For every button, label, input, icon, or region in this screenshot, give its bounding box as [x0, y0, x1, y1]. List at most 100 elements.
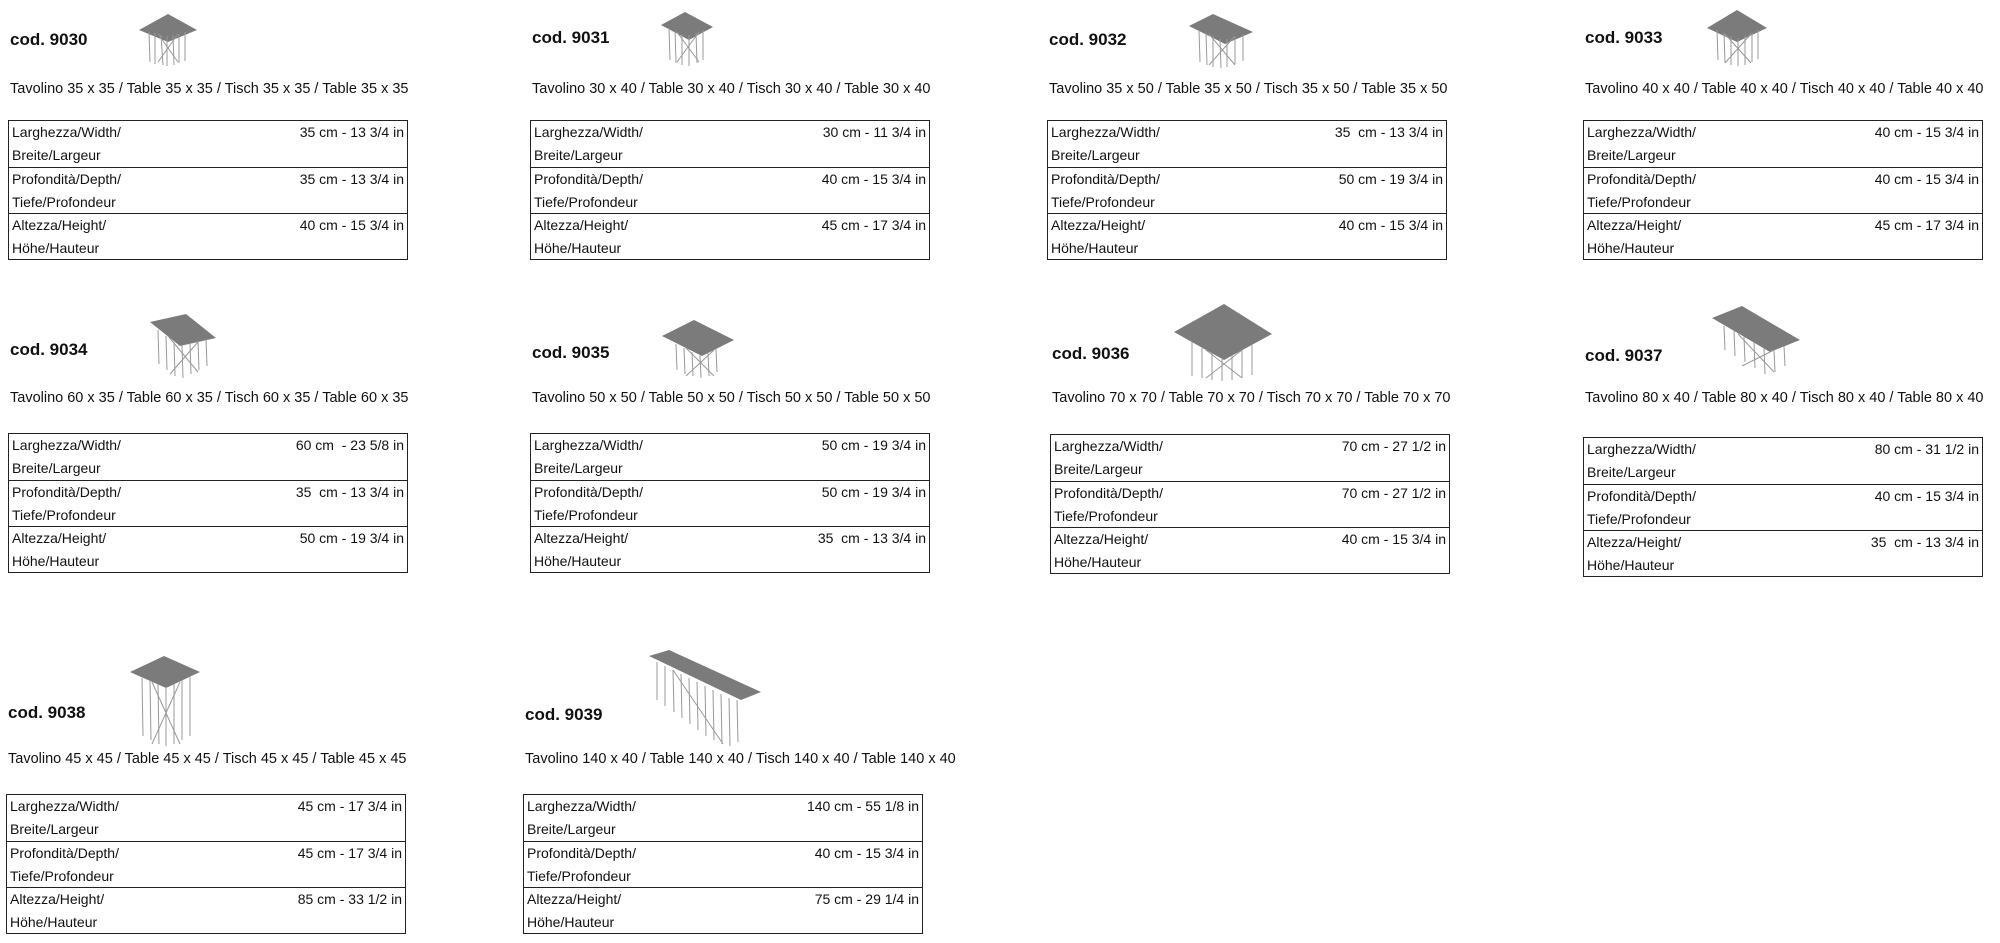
width-value: 35 cm - 13 3/4 in [1334, 124, 1443, 140]
depth-label: Profondità/Depth/Tiefe/Profondeur [12, 484, 121, 523]
width-value: 140 cm - 55 1/8 in [806, 798, 919, 814]
depth-row: Profondità/Depth/Tiefe/Profondeur 40 cm … [1584, 167, 1982, 213]
product-code: cod. 9037 [1585, 346, 1663, 365]
depth-value: 35 cm - 13 3/4 in [299, 171, 404, 187]
depth-row: Profondità/Depth/Tiefe/Profondeur 50 cm … [1048, 167, 1446, 213]
product-code: cod. 9035 [532, 343, 610, 362]
width-row: Larghezza/Width/Breite/Largeur 60 cm - 2… [9, 434, 407, 480]
depth-label: Profondità/Depth/Tiefe/Profondeur [1587, 488, 1696, 527]
width-label: Larghezza/Width/Breite/Largeur [534, 124, 643, 163]
width-value: 80 cm - 31 1/2 in [1874, 441, 1979, 457]
height-row: Altezza/Height/Höhe/Hauteur 40 cm - 15 3… [1051, 527, 1449, 573]
width-row: Larghezza/Width/Breite/Largeur 35 cm - 1… [9, 121, 407, 167]
height-label: Altezza/Height/Höhe/Hauteur [1587, 217, 1682, 256]
dimensions-table: Larghezza/Width/Breite/Largeur 50 cm - 1… [530, 433, 930, 573]
depth-row: Profondità/Depth/Tiefe/Profondeur 50 cm … [531, 480, 929, 526]
product-description: Tavolino 80 x 40 / Table 80 x 40 / Tisch… [1585, 390, 1984, 406]
depth-row: Profondità/Depth/Tiefe/Profondeur 35 cm … [9, 480, 407, 526]
product-description: Tavolino 140 x 40 / Table 140 x 40 / Tis… [525, 751, 956, 767]
height-label: Altezza/Height/Höhe/Hauteur [1051, 217, 1146, 256]
height-value: 45 cm - 17 3/4 in [1874, 217, 1979, 233]
product-code: cod. 9036 [1052, 344, 1130, 363]
height-value: 85 cm - 33 1/2 in [297, 891, 402, 907]
height-value: 40 cm - 15 3/4 in [1338, 217, 1443, 233]
product-description: Tavolino 50 x 50 / Table 50 x 50 / Tisch… [532, 390, 931, 406]
product-code: cod. 9033 [1585, 28, 1663, 47]
width-value: 70 cm - 27 1/2 in [1341, 438, 1446, 454]
height-label: Altezza/Height/Höhe/Hauteur [12, 530, 107, 569]
depth-label: Profondità/Depth/Tiefe/Profondeur [1587, 171, 1696, 210]
height-row: Altezza/Height/Höhe/Hauteur 45 cm - 17 3… [1584, 213, 1982, 259]
product-description: Tavolino 60 x 35 / Table 60 x 35 / Tisch… [10, 390, 409, 406]
dimensions-table: Larghezza/Width/Breite/Largeur 70 cm - 2… [1050, 434, 1450, 574]
depth-value: 50 cm - 19 3/4 in [821, 484, 926, 500]
depth-row: Profondità/Depth/Tiefe/Profondeur 45 cm … [7, 841, 405, 887]
product-code: cod. 9038 [8, 703, 86, 722]
height-row: Altezza/Height/Höhe/Hauteur 85 cm - 33 1… [7, 887, 405, 933]
depth-value: 45 cm - 17 3/4 in [297, 845, 402, 861]
width-label: Larghezza/Width/Breite/Largeur [10, 798, 119, 837]
height-label: Altezza/Height/Höhe/Hauteur [12, 217, 107, 256]
depth-value: 50 cm - 19 3/4 in [1338, 171, 1443, 187]
width-row: Larghezza/Width/Breite/Largeur 40 cm - 1… [1584, 121, 1982, 167]
width-row: Larghezza/Width/Breite/Largeur 50 cm - 1… [531, 434, 929, 480]
depth-value: 40 cm - 15 3/4 in [1874, 171, 1979, 187]
depth-row: Profondità/Depth/Tiefe/Profondeur 40 cm … [524, 841, 922, 887]
height-row: Altezza/Height/Höhe/Hauteur 50 cm - 19 3… [9, 526, 407, 572]
width-row: Larghezza/Width/Breite/Largeur 35 cm - 1… [1048, 121, 1446, 167]
height-row: Altezza/Height/Höhe/Hauteur 40 cm - 15 3… [1048, 213, 1446, 259]
square-table-icon [1707, 10, 1767, 66]
width-label: Larghezza/Width/Breite/Largeur [527, 798, 636, 837]
depth-label: Profondità/Depth/Tiefe/Profondeur [1054, 485, 1163, 524]
height-row: Altezza/Height/Höhe/Hauteur 35 cm - 13 3… [1584, 530, 1982, 576]
depth-label: Profondità/Depth/Tiefe/Profondeur [534, 484, 643, 523]
width-value: 40 cm - 15 3/4 in [1874, 124, 1979, 140]
square-table-icon [661, 12, 713, 66]
product-description: Tavolino 45 x 45 / Table 45 x 45 / Tisch… [8, 751, 407, 767]
height-label: Altezza/Height/Höhe/Hauteur [1054, 531, 1149, 570]
height-value: 35 cm - 13 3/4 in [817, 530, 926, 546]
height-label: Altezza/Height/Höhe/Hauteur [534, 530, 629, 569]
square-table-icon [1189, 14, 1253, 69]
product-code: cod. 9030 [10, 30, 88, 49]
depth-label: Profondità/Depth/Tiefe/Profondeur [10, 845, 119, 884]
dimensions-table: Larghezza/Width/Breite/Largeur 45 cm - 1… [6, 794, 406, 934]
dimensions-table: Larghezza/Width/Breite/Largeur 80 cm - 3… [1583, 437, 1983, 577]
width-value: 45 cm - 17 3/4 in [297, 798, 402, 814]
depth-row: Profondità/Depth/Tiefe/Profondeur 40 cm … [1584, 484, 1982, 530]
height-value: 45 cm - 17 3/4 in [821, 217, 926, 233]
width-label: Larghezza/Width/Breite/Largeur [1054, 438, 1163, 477]
depth-value: 40 cm - 15 3/4 in [814, 845, 919, 861]
height-value: 40 cm - 15 3/4 in [1341, 531, 1446, 547]
square-table-icon [1174, 304, 1272, 381]
product-code: cod. 9034 [10, 340, 88, 359]
tall-table-icon [130, 656, 200, 746]
height-label: Altezza/Height/Höhe/Hauteur [1587, 534, 1682, 573]
rectangular-table-icon [1712, 306, 1800, 375]
height-value: 40 cm - 15 3/4 in [299, 217, 404, 233]
height-row: Altezza/Height/Höhe/Hauteur 35 cm - 13 3… [531, 526, 929, 572]
height-row: Altezza/Height/Höhe/Hauteur 45 cm - 17 3… [531, 213, 929, 259]
height-value: 35 cm - 13 3/4 in [1870, 534, 1979, 550]
product-description: Tavolino 35 x 35 / Table 35 x 35 / Tisch… [10, 81, 409, 97]
height-label: Altezza/Height/Höhe/Hauteur [534, 217, 629, 256]
product-description: Tavolino 35 x 50 / Table 35 x 50 / Tisch… [1049, 81, 1448, 97]
width-label: Larghezza/Width/Breite/Largeur [1051, 124, 1160, 163]
depth-row: Profondità/Depth/Tiefe/Profondeur 40 cm … [531, 167, 929, 213]
width-value: 35 cm - 13 3/4 in [299, 124, 404, 140]
product-code: cod. 9031 [532, 28, 610, 47]
height-label: Altezza/Height/Höhe/Hauteur [527, 891, 622, 930]
dimensions-table: Larghezza/Width/Breite/Largeur 140 cm - … [523, 794, 923, 934]
width-value: 30 cm - 11 3/4 in [822, 124, 926, 140]
depth-value: 70 cm - 27 1/2 in [1341, 485, 1446, 501]
height-value: 50 cm - 19 3/4 in [299, 530, 404, 546]
width-row: Larghezza/Width/Breite/Largeur 30 cm - 1… [531, 121, 929, 167]
width-value: 50 cm - 19 3/4 in [821, 437, 926, 453]
width-label: Larghezza/Width/Breite/Largeur [534, 437, 643, 476]
depth-row: Profondità/Depth/Tiefe/Profondeur 70 cm … [1051, 481, 1449, 527]
dimensions-table: Larghezza/Width/Breite/Largeur 30 cm - 1… [530, 120, 930, 260]
dimensions-table: Larghezza/Width/Breite/Largeur 40 cm - 1… [1583, 120, 1983, 260]
dimensions-table: Larghezza/Width/Breite/Largeur 35 cm - 1… [8, 120, 408, 260]
product-description: Tavolino 40 x 40 / Table 40 x 40 / Tisch… [1585, 81, 1984, 97]
width-row: Larghezza/Width/Breite/Largeur 80 cm - 3… [1584, 438, 1982, 484]
